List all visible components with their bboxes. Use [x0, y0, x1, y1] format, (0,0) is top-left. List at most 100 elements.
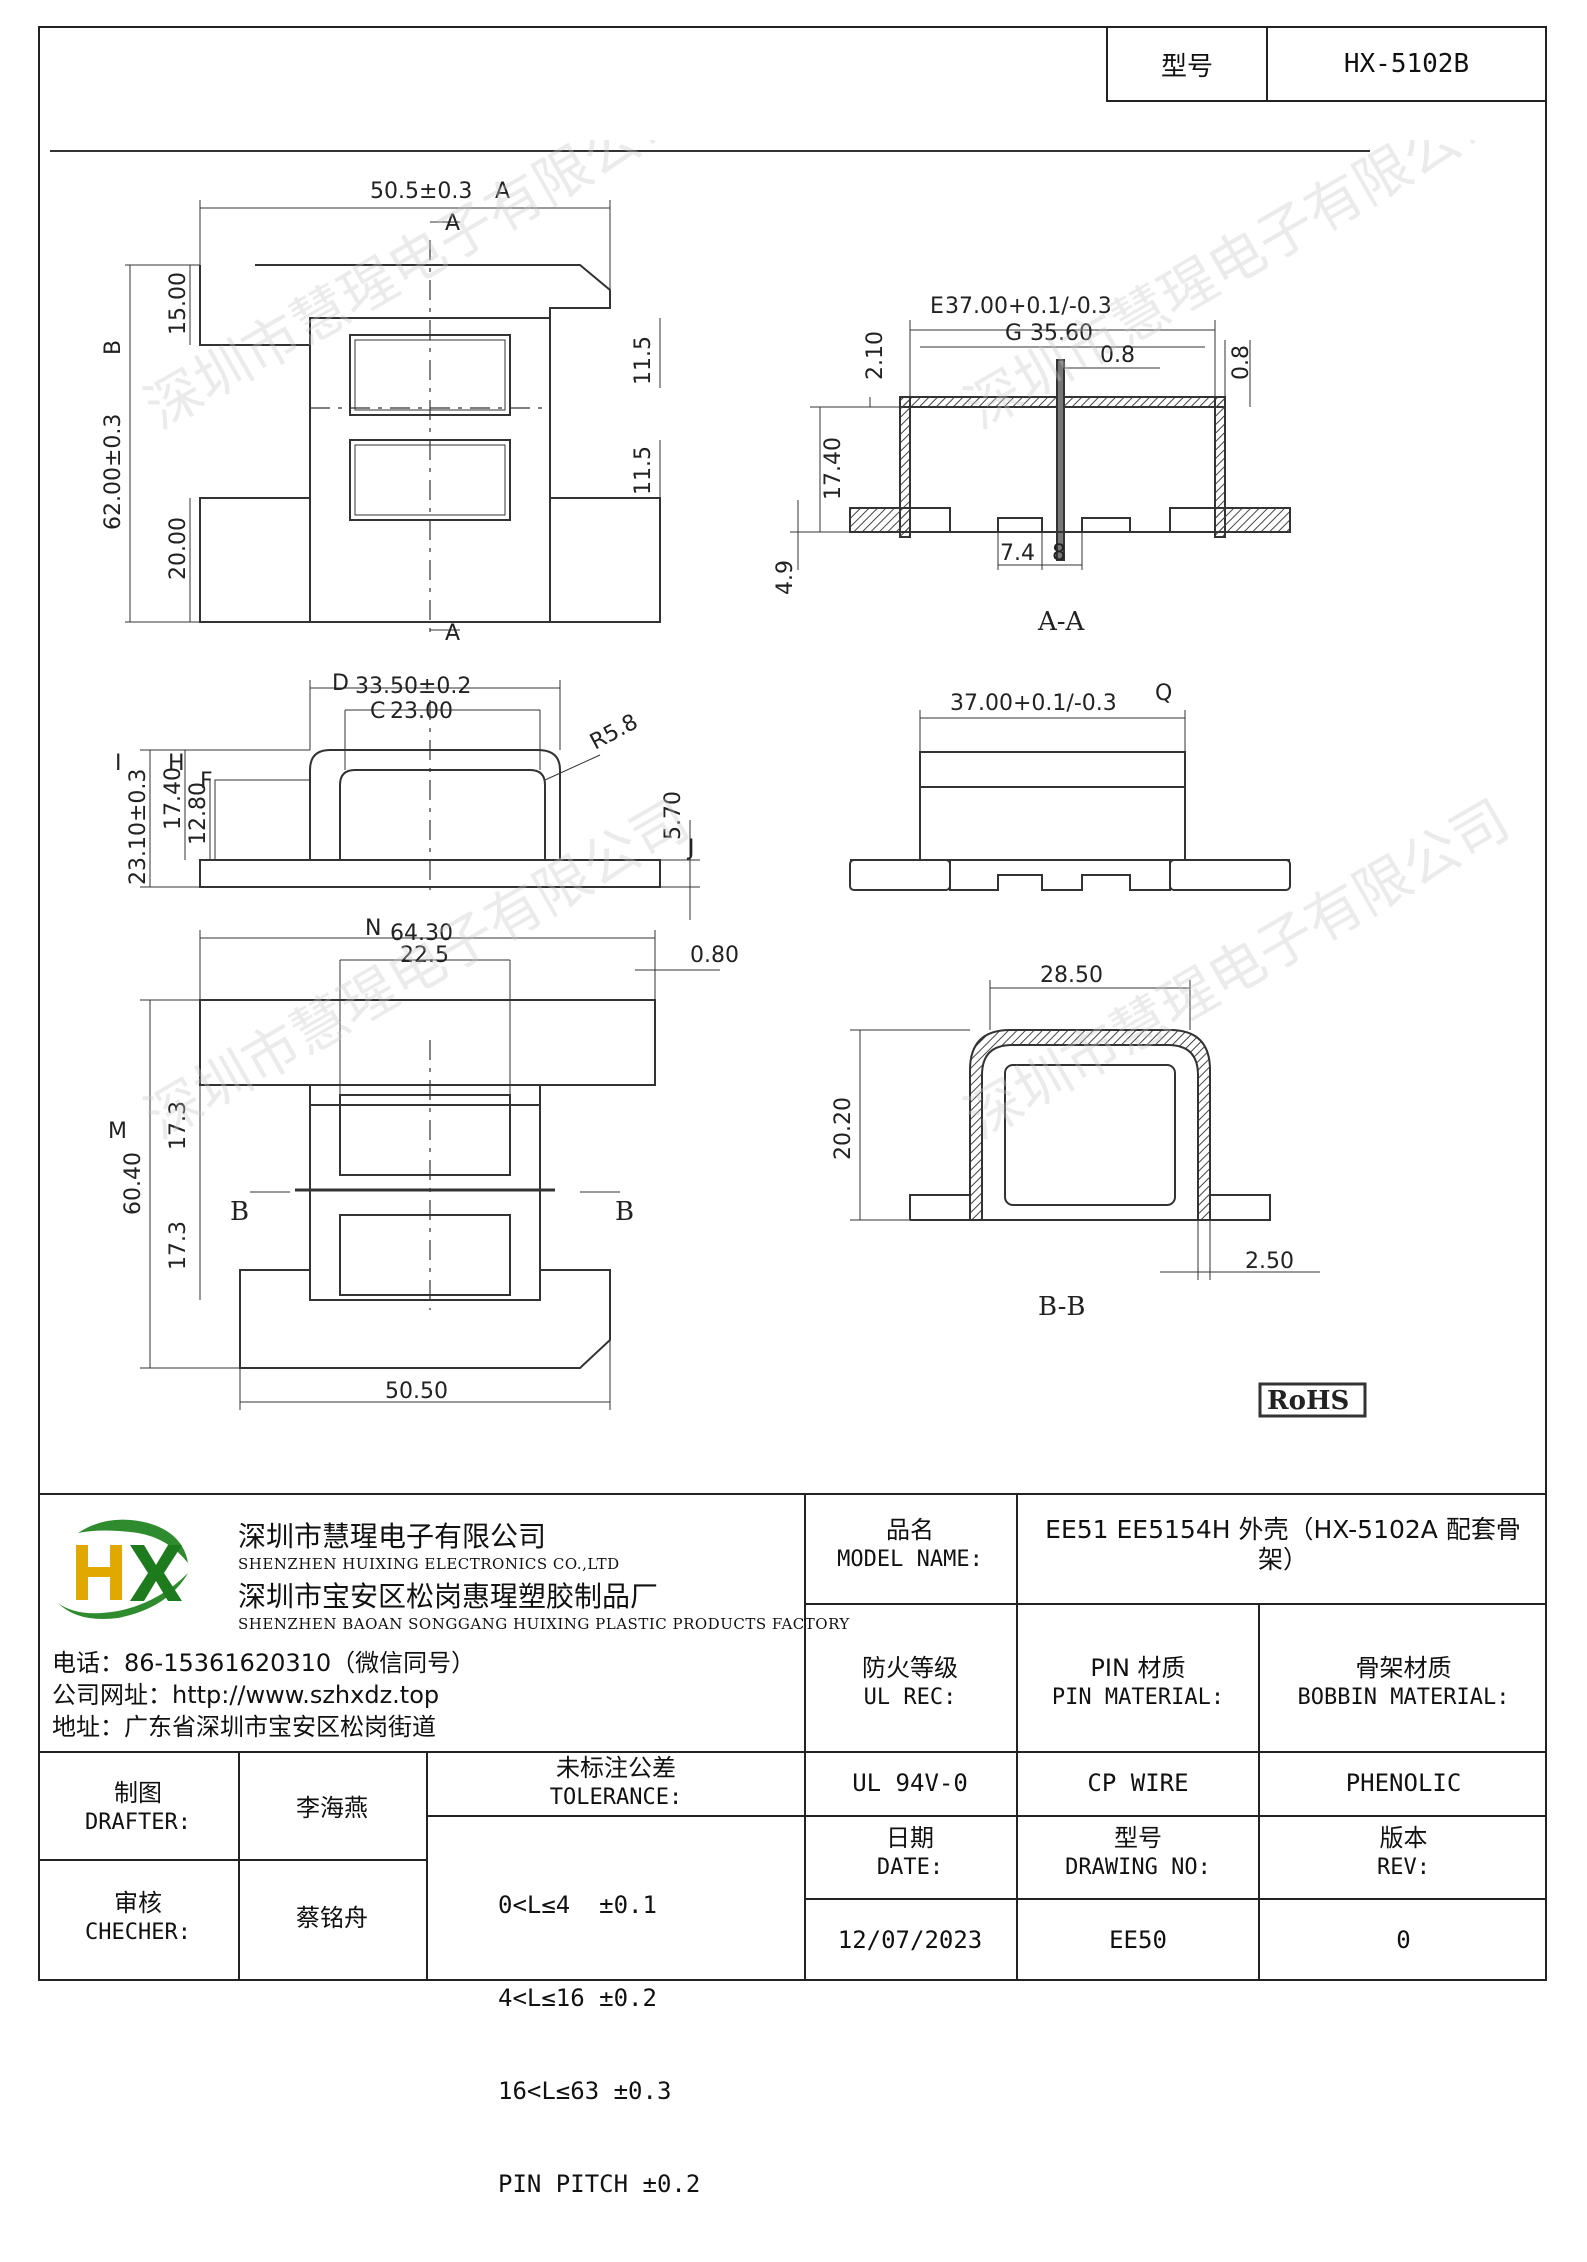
- checker-name: 蔡铭舟: [296, 1904, 368, 1932]
- dim-bb-d1: 28.50: [1040, 963, 1103, 988]
- pin-cn: PIN 材质: [1090, 1654, 1186, 1682]
- rohs-label: RoHS: [1267, 1386, 1349, 1416]
- dim-bot-h1: 17.3: [166, 1101, 191, 1150]
- logo-text: HX: [48, 1513, 50, 1514]
- tag-h: H: [168, 751, 185, 776]
- website: 公司网址：http://www.szhxdz.top: [52, 1681, 440, 1709]
- dim-aa-d1: 37.00+0.1/-0.3: [945, 294, 1112, 319]
- dim-bb-d2: 20.20: [831, 1097, 856, 1160]
- checker-en: CHECHER:: [85, 1920, 191, 1945]
- hx-logo: HX: [48, 1513, 188, 1619]
- dim-front-h1: 23.10±0.3: [126, 769, 151, 885]
- date-value: 12/07/2023: [837, 1926, 983, 1954]
- technical-drawing: 50.5±0.3 A A A 62.00±0.3 B 15.00 11.5 11…: [101, 140, 1521, 1418]
- dim-front-d2: 23.00: [390, 699, 453, 724]
- tag-c: C: [370, 699, 385, 724]
- dim-aa-d7: 4.9: [773, 560, 798, 595]
- company-cn: 深圳市慧瑆电子有限公司: [238, 1520, 547, 1553]
- dim-aa-d8: 7.4: [1000, 541, 1035, 566]
- sec-a-top: A: [445, 211, 460, 236]
- model-name-cn: 品名: [886, 1516, 934, 1544]
- dim-bot-d3: 0.80: [690, 943, 739, 968]
- dim-aa-d3: 0.8: [1100, 343, 1135, 368]
- tag-q: Q: [1155, 681, 1172, 706]
- bobbin-en: BOBBIN MATERIAL:: [1297, 1685, 1510, 1710]
- tolerance-row: PIN PITCH ±0.2: [498, 2170, 701, 2198]
- rohs-box: [1258, 1382, 1367, 1418]
- model-label: 型号: [1108, 28, 1268, 100]
- dim-aa-d9: 8: [1052, 541, 1066, 566]
- tolerance-cn: 未标注公差: [556, 1754, 676, 1782]
- section-aa: [790, 320, 1291, 570]
- ul-value: UL 94V-0: [852, 1769, 968, 1797]
- drawing-en: DRAWING NO:: [1065, 1855, 1211, 1880]
- dim-aa-d2: 35.60: [1030, 321, 1093, 346]
- drawing-frame: [38, 26, 1547, 1981]
- tolerance-row: 16<L≤63 ±0.3: [498, 2077, 672, 2105]
- drawing-cn: 型号: [1114, 1824, 1162, 1852]
- ul-cn: 防火等级: [862, 1654, 958, 1682]
- dim-top-d4: 20.00: [166, 517, 191, 580]
- tolerance-row: 0<L≤4 ±0.1: [498, 1891, 657, 1919]
- header-rule: [50, 150, 1370, 152]
- tag-a: A: [495, 179, 510, 204]
- dim-front-h3: 12.80: [186, 782, 211, 845]
- drafter-cn: 制图: [114, 1779, 162, 1807]
- company-en: SHENZHEN HUIXING ELECTRONICS CO.,LTD: [238, 1555, 620, 1573]
- rev-cn: 版本: [1379, 1824, 1428, 1852]
- sec-a-bottom: A: [445, 621, 460, 646]
- watermark-3: 深圳市慧瑆电子有限公司: [135, 788, 701, 1152]
- dim-bot-w: 50.50: [385, 1379, 448, 1404]
- dim-front-d1: 33.50±0.2: [355, 674, 471, 699]
- top-view: [125, 200, 661, 640]
- dim-front-h4: 5.70: [661, 791, 686, 840]
- bobbin-value: PHENOLIC: [1345, 1769, 1462, 1797]
- bottom-view: [140, 930, 720, 1410]
- tolerance-list: 0<L≤4 ±0.1 4<L≤16 ±0.2 16<L≤63 ±0.3 PIN …: [498, 1828, 700, 2262]
- dim-bot-h: 60.40: [121, 1152, 146, 1215]
- ul-en: UL REC:: [863, 1685, 957, 1710]
- phone: 电话：86-15361620310（微信同号）: [52, 1649, 476, 1677]
- tag-g: G: [1005, 321, 1022, 346]
- date-cn: 日期: [886, 1824, 934, 1852]
- model-header-box: 型号 HX-5102B: [1106, 26, 1547, 102]
- tag-i: I: [115, 751, 122, 776]
- dim-top-w: 50.5±0.3: [370, 179, 472, 204]
- section-bb-label: B-B: [1038, 1292, 1085, 1322]
- bobbin-cn: 骨架材质: [1355, 1654, 1452, 1682]
- dim-top-d3: 11.5: [631, 446, 656, 495]
- date-en: DATE:: [876, 1855, 944, 1880]
- dim-top-d1: 15.00: [166, 272, 191, 335]
- dim-bot-d1: 64.30: [390, 921, 453, 946]
- section-bb: [850, 980, 1320, 1280]
- dim-bb-d3: 2.50: [1245, 1249, 1294, 1274]
- tag-e: E: [930, 294, 944, 319]
- sec-b-left: B: [230, 1197, 249, 1227]
- tag-b: B: [101, 340, 126, 355]
- drawing-value: EE50: [1109, 1926, 1167, 1954]
- front-view: [140, 680, 700, 920]
- dim-aa-d6: 17.40: [821, 437, 846, 500]
- section-aa-label: A-A: [1037, 607, 1086, 637]
- dim-front-h2: 17.40: [161, 767, 186, 830]
- tolerance-row: 4<L≤16 ±0.2: [498, 1984, 657, 2012]
- rev-value: 0: [1396, 1926, 1411, 1954]
- sec-b-right: B: [615, 1197, 634, 1227]
- rev-en: REV:: [1377, 1855, 1430, 1880]
- dim-top-d2: 11.5: [631, 336, 656, 385]
- dim-top-h: 62.00±0.3: [101, 414, 126, 530]
- factory-cn: 深圳市宝安区松岗惠瑆塑胶制品厂: [238, 1580, 659, 1613]
- tag-d: D: [332, 671, 349, 696]
- dim-bot-h2: 17.3: [166, 1221, 191, 1270]
- drafter-name: 李海燕: [296, 1794, 368, 1822]
- address: 地址：广东省深圳市宝安区松岗街道: [52, 1713, 436, 1741]
- pin-value: CP WIRE: [1087, 1769, 1189, 1797]
- model-name-value: EE51 EE5154H 外壳（HX-5102A 配套骨架）: [1045, 1515, 1521, 1574]
- dim-front-r: R5.8: [586, 710, 642, 756]
- tag-f: F: [200, 769, 213, 794]
- dim-aa-d4: 0.8: [1229, 345, 1254, 380]
- watermark-2: 深圳市慧瑆电子有限公司: [955, 140, 1521, 442]
- side-view: [849, 710, 1291, 891]
- drafter-en: DRAFTER:: [85, 1810, 191, 1835]
- title-block: HX 深圳市慧瑆电子有限公司 SHENZHEN HUIXING ELECTRON…: [38, 1493, 1547, 2198]
